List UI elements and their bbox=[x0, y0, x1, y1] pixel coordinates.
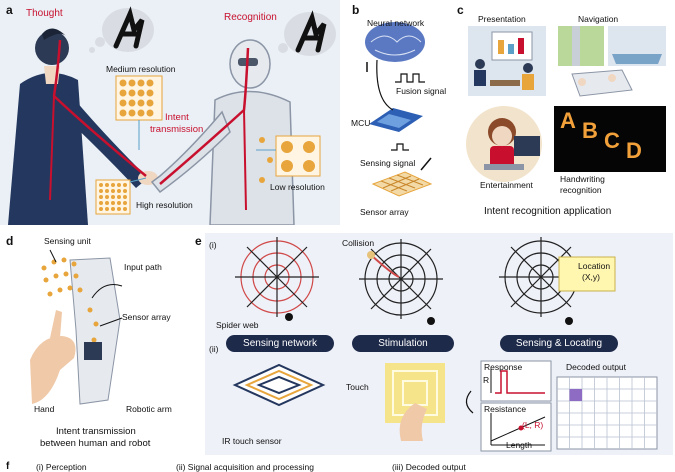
fusion-signal-wave bbox=[395, 73, 425, 83]
neural-network-label: Neural network bbox=[367, 18, 425, 28]
touch-label: Touch bbox=[346, 382, 369, 392]
navigation-label: Navigation bbox=[578, 14, 619, 24]
panel-d-illustration bbox=[30, 249, 123, 405]
recognition-cloud bbox=[278, 10, 336, 56]
medium-resolution-grid bbox=[115, 75, 163, 150]
input-path-label: Input path bbox=[124, 262, 162, 272]
location-label-line1: Location bbox=[578, 261, 611, 271]
entertainment-scene bbox=[466, 106, 542, 182]
panel-f-letter: f bbox=[6, 461, 10, 472]
spider-1 bbox=[285, 313, 293, 321]
response-plot bbox=[480, 360, 552, 402]
panel-c-letter: c bbox=[457, 3, 464, 17]
ir-touch-sensor-label: IR touch sensor bbox=[222, 436, 282, 446]
sensing-signal-label: Sensing signal bbox=[360, 158, 416, 168]
resistance-plot bbox=[480, 402, 552, 452]
length-label: Length bbox=[506, 440, 532, 450]
human-figure bbox=[8, 28, 158, 225]
r-symbol-label: R bbox=[483, 375, 490, 385]
panel-c-caption: Intent recognition application bbox=[484, 206, 612, 217]
human-hand bbox=[30, 310, 76, 404]
location-box bbox=[558, 256, 616, 292]
handwriting-label-line1: Handwriting bbox=[560, 174, 605, 184]
mcu-label: MCU bbox=[351, 118, 371, 128]
panel-d-caption-line2: between human and robot bbox=[40, 438, 151, 449]
sensor-array-label-d: Sensor array bbox=[122, 312, 171, 322]
panel-e-webs bbox=[232, 237, 658, 452]
intent-label-line2: transmission bbox=[150, 124, 204, 135]
pill-sensing-locating: Sensing & Locating bbox=[500, 335, 618, 352]
fusion-signal-label: Fusion signal bbox=[396, 86, 447, 96]
intent-label-line1: Intent bbox=[165, 112, 189, 123]
ir-touch-sensor bbox=[232, 363, 326, 407]
high-resolution-grid bbox=[95, 177, 147, 215]
resistance-label: Resistance bbox=[484, 404, 527, 414]
handwriting-letter-b: B bbox=[582, 118, 598, 143]
panel-f-item-i: (i) Perception bbox=[36, 462, 87, 472]
panel-f-item-iii: (iii) Decoded output bbox=[392, 462, 466, 472]
handwriting-label-line2: recognition bbox=[560, 185, 602, 195]
spider-web-label: Spider web bbox=[216, 320, 259, 330]
panel-b-illustration bbox=[365, 22, 433, 197]
panel-b-letter: b bbox=[352, 3, 360, 17]
sensing-signal-wave bbox=[391, 143, 409, 151]
sensing-unit-label: Sensing unit bbox=[44, 236, 91, 246]
presentation-label: Presentation bbox=[478, 14, 526, 24]
panel-d-caption-line1: Intent transmission bbox=[56, 426, 136, 437]
presentation-scene bbox=[468, 26, 546, 96]
panel-c-illustration bbox=[466, 26, 666, 182]
high-resolution-label: High resolution bbox=[136, 200, 193, 210]
medium-resolution-label: Medium resolution bbox=[106, 64, 176, 74]
entertainment-label: Entertainment bbox=[480, 180, 533, 190]
decoded-output-grid bbox=[556, 376, 658, 450]
navigation-scene bbox=[558, 26, 666, 97]
panel-d-letter: d bbox=[6, 234, 14, 248]
sensor-array-label: Sensor array bbox=[360, 207, 409, 217]
low-resolution-grid bbox=[256, 135, 321, 177]
robot-figure bbox=[150, 39, 295, 225]
handwriting-letter-c: C bbox=[604, 128, 620, 153]
neural-network-brain bbox=[365, 22, 425, 62]
thought-label: Thought bbox=[26, 8, 63, 19]
handwriting-scene bbox=[554, 106, 666, 172]
response-label: Response bbox=[484, 362, 523, 372]
pill-sensing-network: Sensing network bbox=[226, 335, 334, 352]
recognition-label: Recognition bbox=[224, 12, 277, 23]
mcu-chip bbox=[369, 108, 423, 132]
panel-e-letter: e bbox=[195, 234, 202, 248]
sub-ii-label: (ii) bbox=[209, 344, 219, 354]
touch-sensor-square bbox=[385, 363, 445, 441]
decoded-output-highlight bbox=[569, 389, 582, 401]
spider-web-1 bbox=[235, 237, 319, 317]
spider-web-2 bbox=[359, 239, 443, 319]
hand-label: Hand bbox=[34, 404, 55, 414]
sensor-array-icon bbox=[371, 171, 433, 197]
handwriting-letter-a: A bbox=[560, 108, 576, 133]
panel-f-item-ii: (ii) Signal acquisition and processing bbox=[176, 462, 314, 472]
robotic-arm-label: Robotic arm bbox=[126, 404, 172, 414]
panel-a-letter: a bbox=[6, 3, 13, 17]
robotic-arm bbox=[41, 257, 121, 405]
pill-stimulation: Stimulation bbox=[352, 335, 454, 352]
sub-i-label: (i) bbox=[209, 240, 217, 250]
low-resolution-label: Low resolution bbox=[270, 182, 325, 192]
handwriting-letter-d: D bbox=[626, 138, 642, 163]
lr-point-label: (L, R) bbox=[522, 420, 544, 430]
location-label-line2: (X,y) bbox=[582, 272, 600, 282]
collision-label: Collision bbox=[342, 238, 375, 248]
decoded-output-label: Decoded output bbox=[566, 362, 627, 372]
thought-cloud bbox=[89, 6, 154, 53]
panel-a-illustration bbox=[8, 6, 336, 225]
